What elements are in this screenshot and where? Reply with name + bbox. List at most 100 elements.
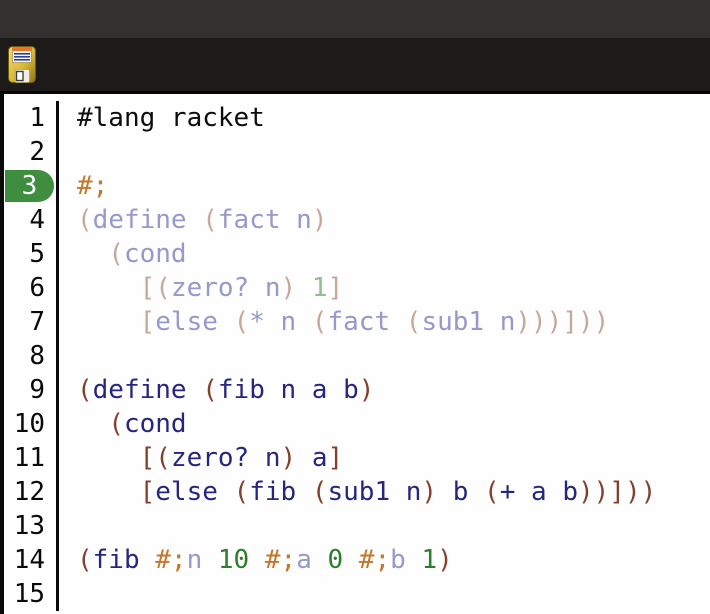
code-token: * n <box>249 307 312 337</box>
code-token: #; <box>77 171 109 201</box>
code-token <box>202 545 218 575</box>
code-token: #; <box>358 545 391 575</box>
code-token: ) <box>280 273 312 303</box>
code-token <box>77 307 140 337</box>
line-number: 13 <box>4 509 59 543</box>
code-token: b <box>390 545 406 575</box>
code-token: 0 <box>327 545 344 575</box>
code-token: define <box>92 205 203 235</box>
code-token: ( <box>233 307 250 337</box>
code-token: define <box>92 375 203 405</box>
code-token <box>77 239 108 269</box>
line-number: 8 <box>4 339 59 373</box>
code-line[interactable]: 10 (cond <box>4 407 710 441</box>
code-text: (fib #;n 10 #;a 0 #;b 1) <box>59 543 710 577</box>
line-number: 12 <box>4 475 59 509</box>
code-token: ) <box>358 375 375 405</box>
code-text <box>59 509 710 543</box>
code-token: cond <box>123 239 187 269</box>
code-token: [ <box>139 307 156 337</box>
code-token <box>406 545 422 575</box>
code-token: ( <box>108 239 124 269</box>
code-line[interactable]: 1 #lang racket <box>4 101 710 135</box>
code-line[interactable]: 15 <box>4 577 710 611</box>
code-text <box>59 577 710 611</box>
code-token: zero? n <box>170 443 281 473</box>
code-token: ( <box>202 205 218 235</box>
code-token: fact <box>327 307 406 337</box>
code-token: ( <box>202 375 218 405</box>
line-number: 6 <box>4 271 59 305</box>
code-token <box>249 545 265 575</box>
line-number: 2 <box>4 135 59 169</box>
code-line[interactable]: 4(define (fact n) <box>4 203 710 237</box>
code-text <box>59 339 710 373</box>
save-icon[interactable] <box>8 46 36 83</box>
code-line[interactable]: 12 [else (fib (sub1 n) b (+ a b))])) <box>4 475 710 509</box>
line-number: 1 <box>4 101 59 135</box>
code-token: [( <box>139 273 171 303</box>
code-token: ( <box>484 477 500 507</box>
code-text: #lang racket <box>59 101 710 135</box>
code-line[interactable]: 9(define (fib n a b) <box>4 373 710 407</box>
code-token: fact n <box>217 205 312 235</box>
code-token: ) <box>311 205 328 235</box>
code-line[interactable]: 5 (cond <box>4 237 710 271</box>
code-token: a <box>311 443 328 473</box>
code-text: [(zero? n) 1] <box>59 271 710 305</box>
code-token: ) <box>437 545 453 575</box>
code-token: else <box>155 307 234 337</box>
code-token: )))])) <box>515 307 610 337</box>
code-token <box>312 545 328 575</box>
code-token: 1 <box>311 273 328 303</box>
code-text: (cond <box>59 237 710 271</box>
line-number: 9 <box>4 373 59 407</box>
code-token: ( <box>77 375 93 405</box>
line-number: 10 <box>4 407 59 441</box>
code-line[interactable]: 13 <box>4 509 710 543</box>
line-number: 5 <box>4 237 59 271</box>
code-line[interactable]: 11 [(zero? n) a] <box>4 441 710 475</box>
code-token <box>77 477 140 507</box>
code-text: [(zero? n) a] <box>59 441 710 475</box>
code-line[interactable]: 3 #; <box>4 169 710 203</box>
code-token: ( <box>108 409 124 439</box>
code-token <box>77 409 108 439</box>
code-token <box>77 443 140 473</box>
code-line[interactable]: 14(fib #;n 10 #;a 0 #;b 1) <box>4 543 710 577</box>
code-line[interactable]: 7 [else (* n (fact (sub1 n)))])) <box>4 305 710 339</box>
code-token: ) <box>421 477 453 507</box>
code-token: ] <box>327 273 344 303</box>
code-token: cond <box>123 409 187 439</box>
title-bar <box>0 0 710 38</box>
code-token: b <box>452 477 485 507</box>
line-number: 7 <box>4 305 59 339</box>
code-line[interactable]: 2 <box>4 135 710 169</box>
code-token: ( <box>77 545 93 575</box>
code-token: 1 <box>421 545 438 575</box>
code-token <box>343 545 359 575</box>
code-token: + a b <box>499 477 578 507</box>
code-line[interactable]: 8 <box>4 339 710 373</box>
code-token: sub1 n <box>327 477 422 507</box>
line-number: 3 <box>4 169 59 203</box>
code-text: #; <box>59 169 710 203</box>
code-token: ( <box>405 307 422 337</box>
code-token: ( <box>77 205 93 235</box>
code-text: [else (* n (fact (sub1 n)))])) <box>59 305 710 339</box>
code-text: (define (fib n a b) <box>59 373 710 407</box>
code-line[interactable]: 6 [(zero? n) 1] <box>4 271 710 305</box>
code-token: #; <box>264 545 297 575</box>
line-number: 15 <box>4 577 59 611</box>
line-number: 11 <box>4 441 59 475</box>
code-token: #lang racket <box>77 103 265 133</box>
toolbar <box>0 38 710 91</box>
code-token: fib n a b <box>217 375 359 405</box>
line-number: 4 <box>4 203 59 237</box>
code-token: ( <box>311 307 328 337</box>
code-text: (define (fact n) <box>59 203 710 237</box>
code-token: ))])) <box>577 477 657 507</box>
code-token: ( <box>311 477 328 507</box>
